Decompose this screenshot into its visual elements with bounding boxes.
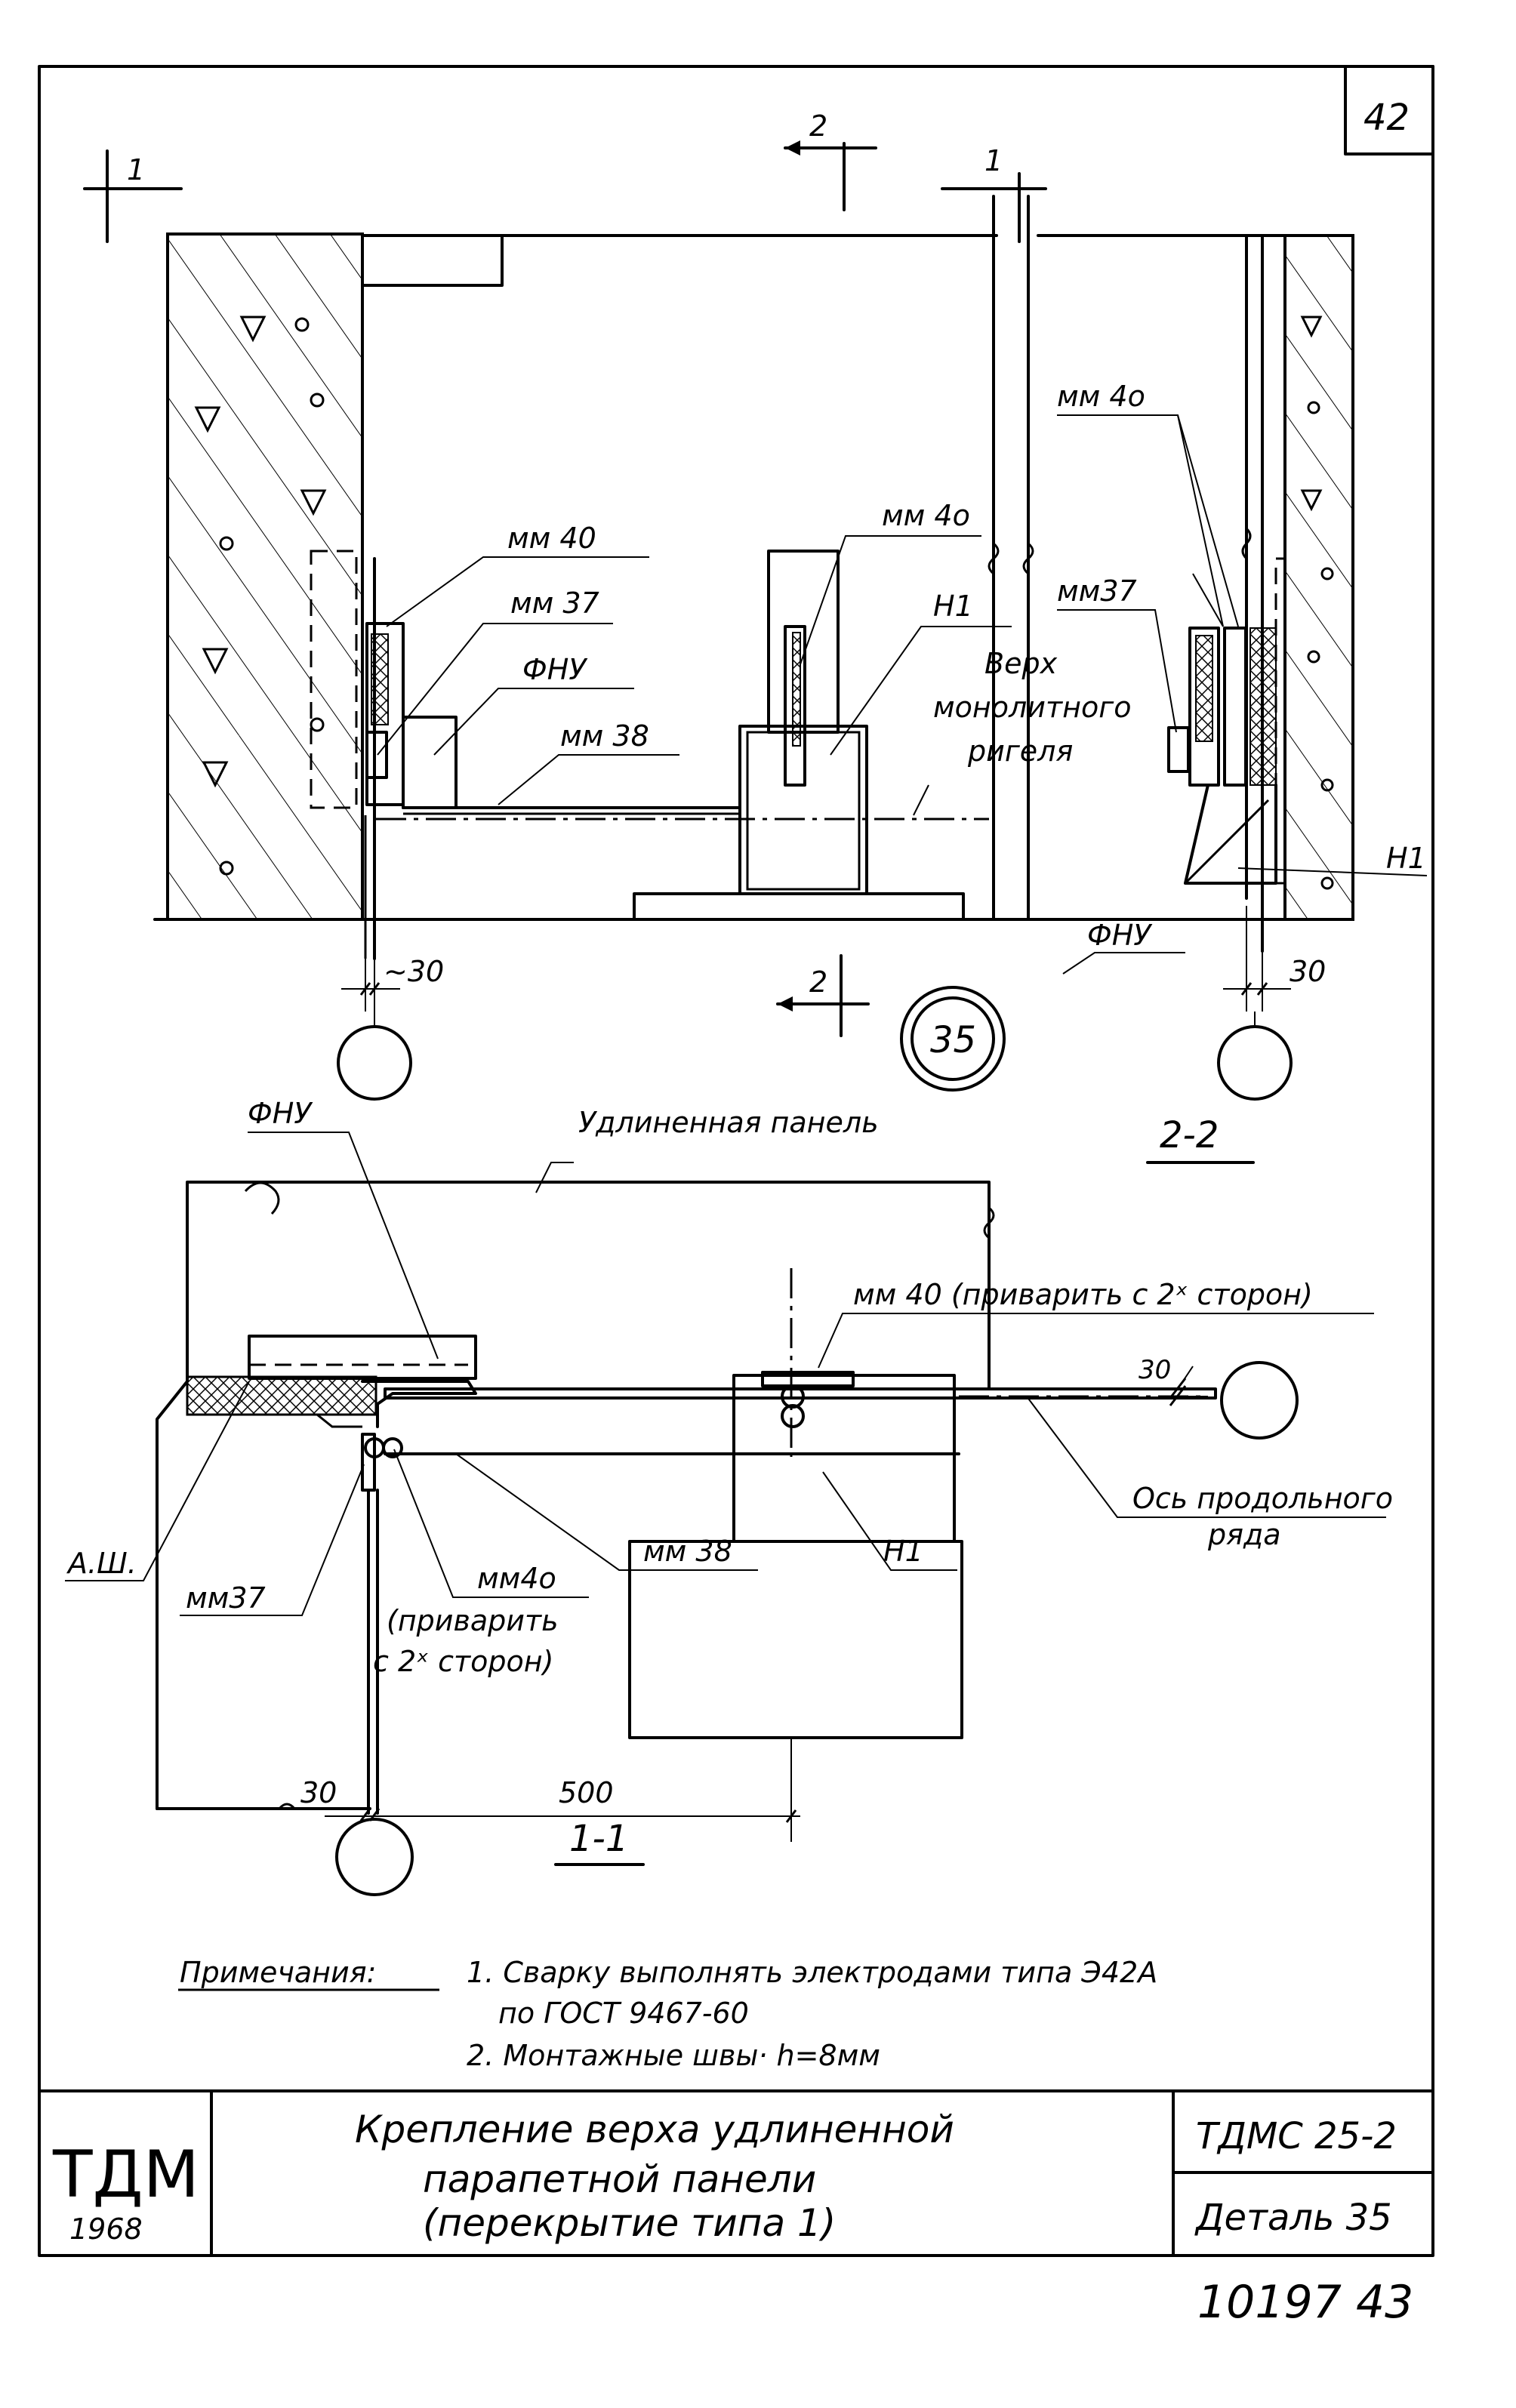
section-title-1-1: 1-1 (569, 1818, 628, 1860)
label-weld-1: (приварить (387, 1604, 559, 1637)
cut-label-1-left: 1 (127, 153, 145, 186)
org-name: ТДМ (52, 2137, 199, 2212)
section-1-1-drawing (65, 1132, 1386, 1991)
dim-30-right: 30 (1290, 955, 1326, 988)
cut-mark-1-right (941, 172, 1047, 243)
label-extended-panel: Удлиненная панель (578, 1106, 879, 1139)
label-mm38: мм 38 (560, 719, 649, 753)
label-verh-2: монолитного (933, 691, 1131, 724)
cut-label-1-right: 1 (984, 144, 1003, 177)
cut-mark-2-top (784, 140, 877, 211)
page-number: 42 (1363, 97, 1410, 139)
section-title-2-2: 2-2 (1160, 1114, 1219, 1156)
label-mm40-weld: мм 40 (приварить с 2ˣ сторон) (853, 1278, 1313, 1311)
label-fnu-top: ФНУ (248, 1097, 313, 1130)
label-verh-1: Верх (984, 647, 1058, 680)
label-mm40-lower: мм4о (477, 1562, 556, 1595)
title-block (38, 2089, 1434, 2257)
left-wall (166, 232, 364, 921)
notes-line-3: 2. Монтажные швы· h=8мм (467, 2039, 880, 2072)
org-year: 1968 (69, 2212, 143, 2246)
notes-heading: Примечания: (180, 1956, 376, 1989)
label-axis-2: ряда (1207, 1518, 1281, 1551)
label-verh-3: ригеля (967, 734, 1073, 768)
label-axis-1: Ось продольного (1132, 1482, 1393, 1515)
dim-30-bottom: 30 (300, 1776, 337, 1809)
label-mm38-lower: мм 38 (643, 1535, 732, 1568)
drawing-title-1: Крепление верха удлиненной (355, 2108, 954, 2151)
dim-500: 500 (559, 1776, 614, 1809)
label-n1-lower: Н1 (883, 1535, 923, 1568)
notes-line-2: по ГОСТ 9467-60 (498, 1997, 749, 2030)
label-weld-2: с 2ˣ сторон) (373, 1645, 553, 1678)
cut-label-2-bottom: 2 (809, 965, 827, 999)
label-mm40-centre: мм 4о (882, 499, 970, 532)
detail-number: 35 (930, 1019, 976, 1061)
label-mm40-right: мм 4о (1057, 380, 1145, 413)
label-mm37-lower: мм37 (186, 1581, 266, 1615)
dim-30-axis: 30 (1139, 1355, 1171, 1385)
cut-label-2-top: 2 (809, 109, 827, 143)
label-fnu-left: ФНУ (522, 653, 588, 686)
sheet-frame (38, 65, 1434, 2257)
label-fnu-right: ФНУ (1087, 919, 1153, 952)
label-mm37-left: мм 37 (510, 587, 599, 620)
dim-30-left: ~30 (384, 955, 444, 988)
label-n1-centre: Н1 (933, 590, 973, 623)
label-mm40-left: мм 40 (507, 522, 596, 555)
section-2-2-drawing (83, 140, 1428, 1164)
drawing-title-2: парапетной панели (423, 2157, 816, 2201)
detail-code: Деталь 35 (1194, 2197, 1392, 2239)
right-wall (1283, 234, 1354, 921)
drawing-title-3: (перекрытие типа 1) (423, 2201, 836, 2245)
label-mm37-right: мм37 (1057, 574, 1137, 608)
series-code: ТДМС 25-2 (1196, 2115, 1397, 2157)
notes-line-1: 1. Сварку выполнять электродами типа Э42… (467, 1956, 1157, 1989)
cut-mark-1-left (83, 149, 183, 243)
archive-number: 10197 43 (1197, 2276, 1413, 2329)
label-ash: А.Ш. (66, 1547, 137, 1580)
label-n1-right: Н1 (1386, 842, 1426, 875)
